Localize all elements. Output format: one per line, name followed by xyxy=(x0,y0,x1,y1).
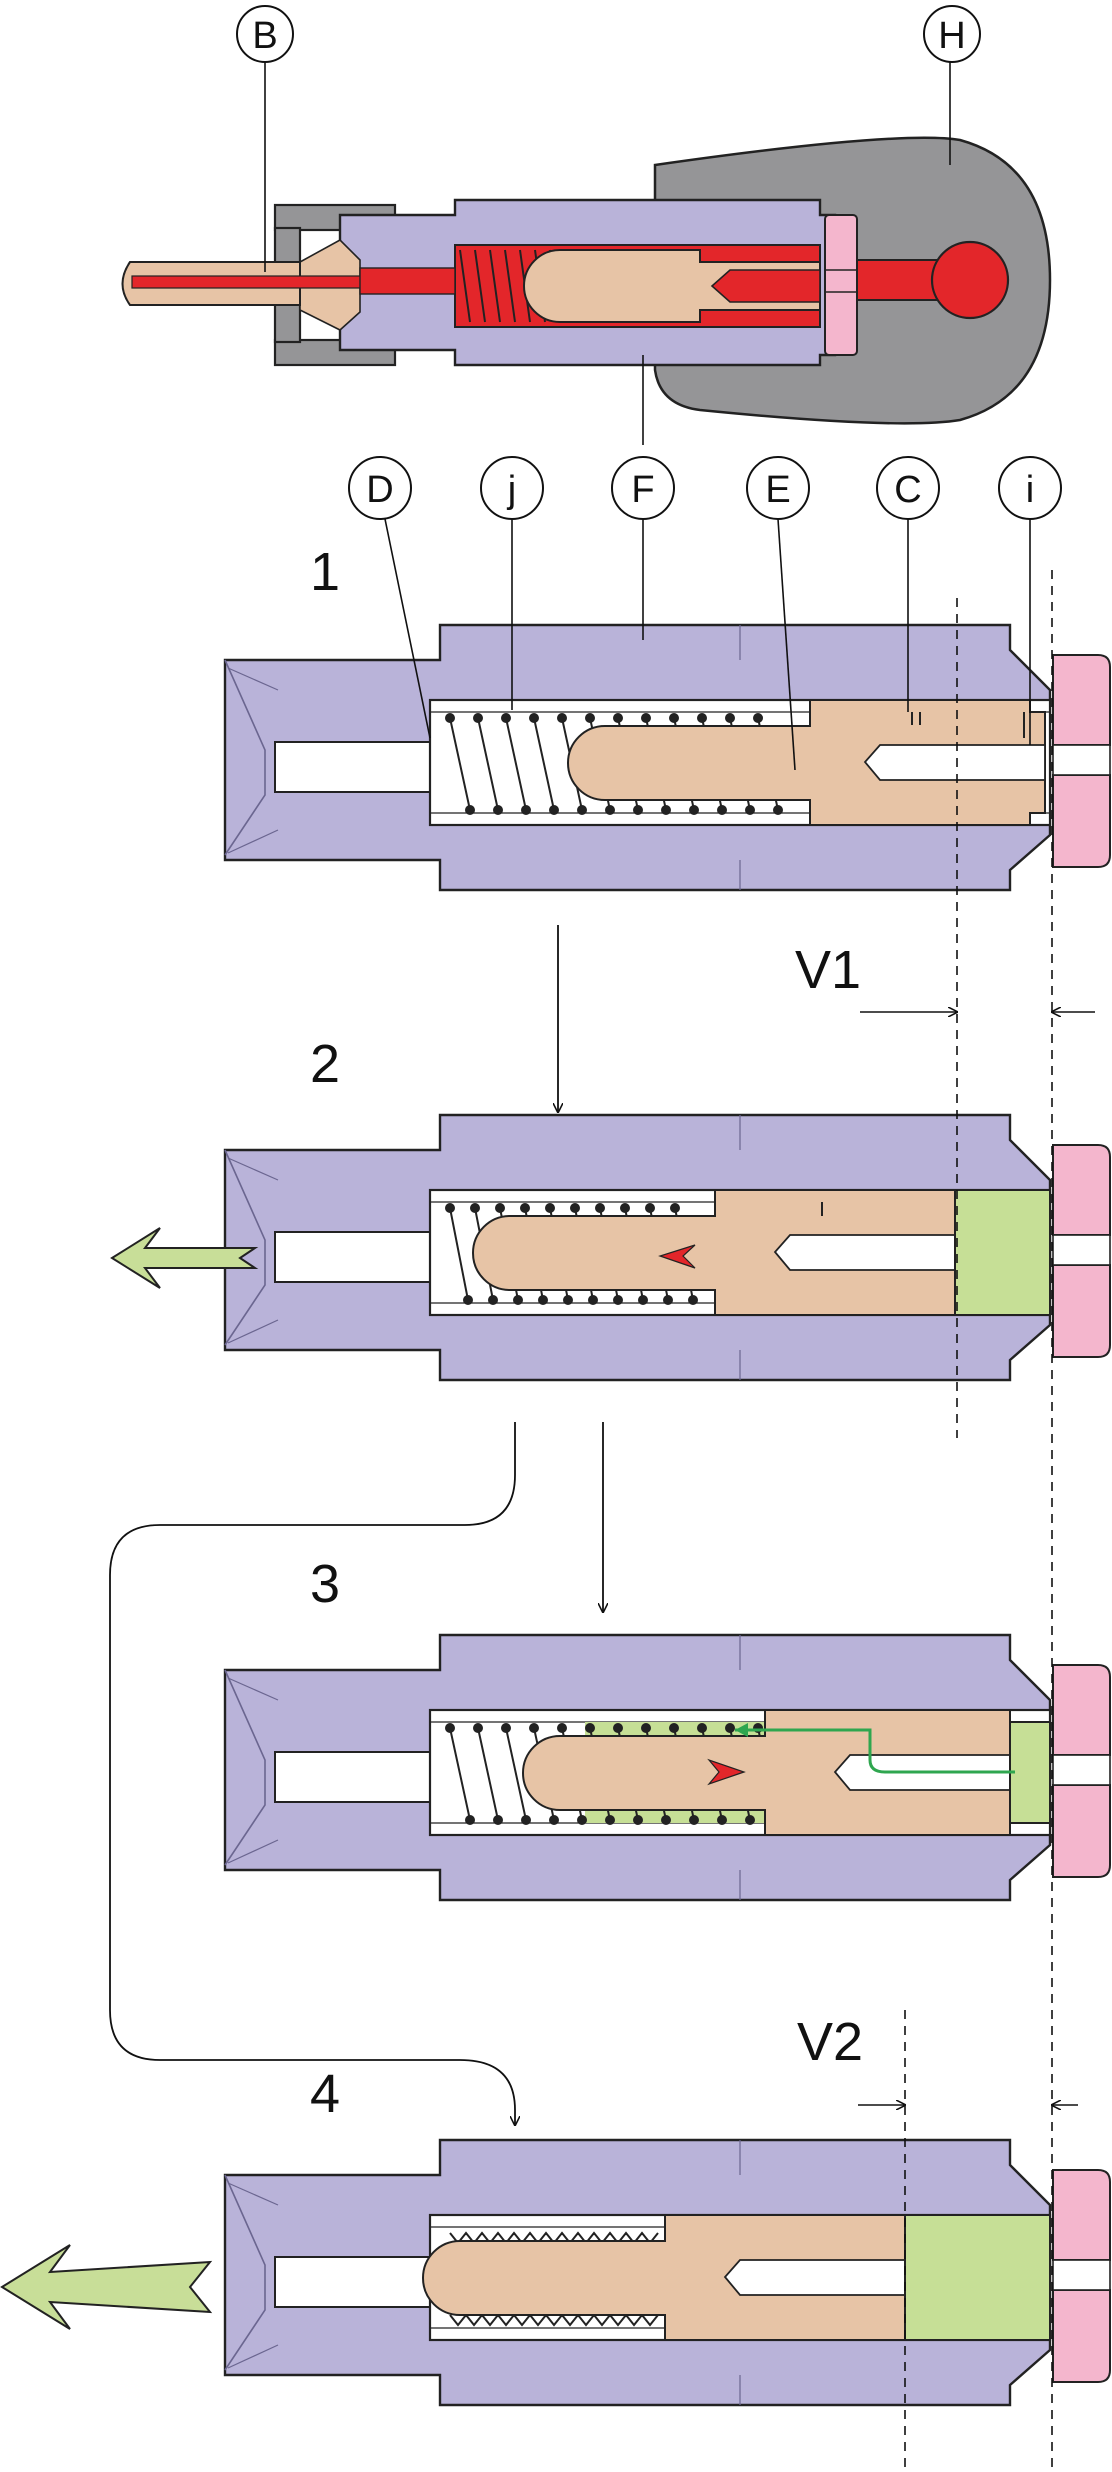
callout-j: j xyxy=(480,456,544,520)
callout-i: i xyxy=(998,456,1062,520)
overview-leaders xyxy=(264,62,951,445)
svg-text:i: i xyxy=(1026,469,1034,511)
step-1-section xyxy=(223,623,1111,892)
step-2-section xyxy=(223,1113,1111,1382)
dimension-v2: V2 xyxy=(797,2012,1078,2105)
step-3-section xyxy=(223,1633,1111,1902)
step-1-leaders xyxy=(384,518,1031,771)
overview-cap xyxy=(824,214,858,356)
flow-arrows xyxy=(109,925,603,2125)
step-4-section xyxy=(223,2138,1111,2407)
svg-text:E: E xyxy=(765,469,790,511)
callout-c: C xyxy=(876,456,940,520)
step-3-number: 3 xyxy=(310,1554,340,1614)
step-4-output-arrow xyxy=(0,2244,213,2330)
step-1-number: 1 xyxy=(310,542,340,602)
svg-text:D: D xyxy=(366,469,393,511)
callout-f: F xyxy=(611,456,675,520)
svg-text:V2: V2 xyxy=(797,2012,863,2072)
svg-text:j: j xyxy=(507,469,516,511)
plunger-red xyxy=(834,240,1010,320)
svg-text:C: C xyxy=(894,469,921,511)
dimension-v1: V1 xyxy=(795,940,1095,1012)
callout-e: E xyxy=(746,456,810,520)
step-2-output-arrow xyxy=(110,1227,259,1289)
step-4-number: 4 xyxy=(310,2064,340,2124)
callout-b: B xyxy=(236,5,294,63)
step-2-number: 2 xyxy=(310,1034,340,1094)
svg-text:F: F xyxy=(631,469,654,511)
svg-text:V1: V1 xyxy=(795,940,861,1000)
callout-d: D xyxy=(348,456,412,520)
overview-body xyxy=(299,198,837,367)
callout-h: H xyxy=(923,5,981,63)
svg-text:H: H xyxy=(938,15,965,57)
reference-lines xyxy=(904,570,1053,2472)
needle-tip xyxy=(121,261,456,306)
svg-text:B: B xyxy=(252,15,277,57)
device-overview xyxy=(121,62,1052,445)
